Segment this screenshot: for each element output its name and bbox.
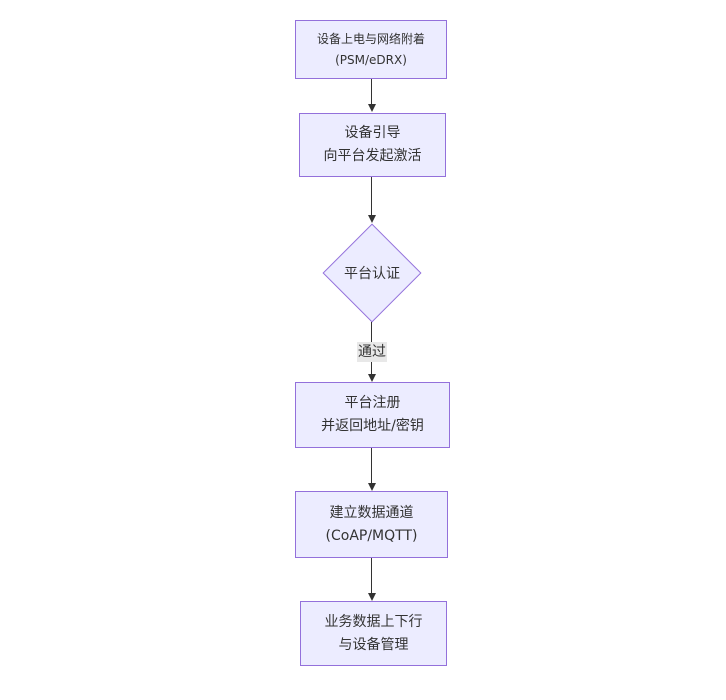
node-power-attach: 设备上电与网络附着 (PSM/eDRX) — [295, 20, 447, 79]
node-bootstrap-line1: 设备引导 — [344, 125, 401, 141]
node-business-data-line1: 业务数据上下行 — [324, 613, 423, 630]
node-power-attach-line2: (PSM/eDRX) — [335, 52, 407, 67]
node-platform-register-line2: 并返回地址/密钥 — [321, 418, 424, 434]
flow-connector-line — [371, 558, 372, 593]
node-business-data-line2: 与设备管理 — [338, 636, 409, 653]
arrow-down-icon — [368, 593, 376, 601]
decision-platform-auth-label: 平台认证 — [344, 266, 400, 282]
flow-connector-line — [371, 177, 372, 215]
flow-connector-line — [371, 448, 372, 483]
node-business-data: 业务数据上下行 与设备管理 — [300, 601, 447, 666]
node-bootstrap: 设备引导 向平台发起激活 — [299, 113, 446, 177]
node-data-channel: 建立数据通道 (CoAP/MQTT) — [295, 491, 448, 558]
arrow-down-icon — [368, 483, 376, 491]
arrow-down-icon — [368, 215, 376, 223]
node-power-attach-line1: 设备上电与网络附着 — [316, 31, 425, 46]
node-bootstrap-line2: 向平台发起激活 — [323, 148, 422, 164]
node-platform-register: 平台注册 并返回地址/密钥 — [295, 382, 450, 448]
node-data-channel-line1: 建立数据通道 — [329, 504, 414, 521]
arrow-down-icon — [368, 374, 376, 382]
arrow-down-icon — [368, 104, 376, 112]
decision-platform-auth: 平台认证 — [322, 223, 422, 323]
edge-label-pass: 通过 — [357, 342, 387, 362]
node-platform-register-line1: 平台注册 — [344, 395, 401, 411]
flow-connector-line — [371, 79, 372, 104]
node-data-channel-line2: (CoAP/MQTT) — [325, 527, 418, 544]
